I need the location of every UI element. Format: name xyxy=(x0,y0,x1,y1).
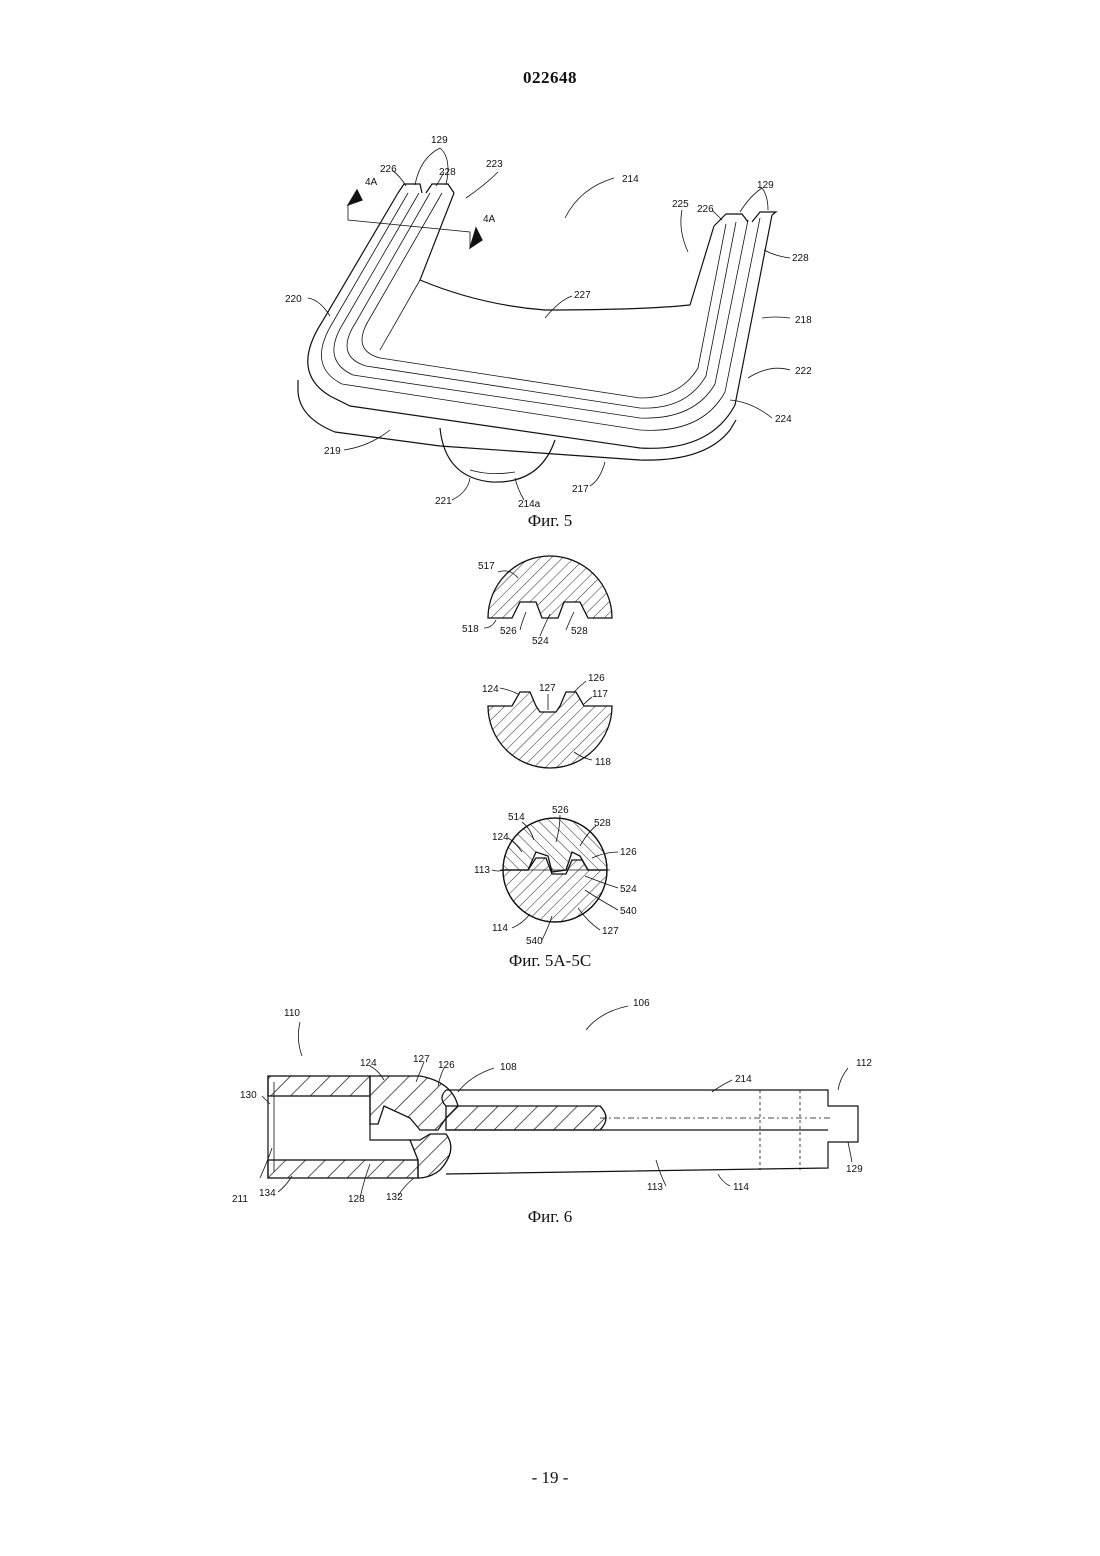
figure-5a-drawing xyxy=(484,556,612,636)
label-130: 130 xyxy=(240,1090,257,1101)
label-528-b: 528 xyxy=(594,818,611,829)
label-214a: 214a xyxy=(518,499,541,510)
label-540-b: 540 xyxy=(526,936,543,947)
label-129-a: 129 xyxy=(431,135,448,146)
label-214: 214 xyxy=(622,174,639,185)
label-4a-bottom: 4A xyxy=(483,214,496,225)
label-220: 220 xyxy=(285,294,302,305)
label-114-a: 114 xyxy=(492,923,508,934)
label-132: 132 xyxy=(386,1192,403,1203)
label-134: 134 xyxy=(259,1188,276,1199)
figure-5-caption: Фиг. 5 xyxy=(0,511,1100,531)
label-226-a: 226 xyxy=(380,164,397,175)
label-514: 514 xyxy=(508,812,525,823)
label-217: 217 xyxy=(572,484,589,495)
label-211: 211 xyxy=(232,1194,248,1205)
label-222: 222 xyxy=(795,366,812,377)
label-126: 126 xyxy=(438,1060,455,1071)
label-126-a: 126 xyxy=(588,673,605,684)
label-127-b: 127 xyxy=(602,926,619,937)
label-114: 114 xyxy=(733,1182,749,1193)
label-540-a: 540 xyxy=(620,906,637,917)
label-118: 118 xyxy=(595,757,611,768)
label-517: 517 xyxy=(478,561,495,572)
label-526-b: 526 xyxy=(552,805,569,816)
page-number: - 19 - xyxy=(0,1468,1100,1488)
label-227: 227 xyxy=(574,290,591,301)
label-124-b: 124 xyxy=(492,832,509,843)
label-524-a: 524 xyxy=(532,636,549,647)
figure-5-drawing xyxy=(298,148,790,500)
label-221: 221 xyxy=(435,496,452,507)
label-524-b: 524 xyxy=(620,884,637,895)
label-228-a: 228 xyxy=(439,167,456,178)
label-127: 127 xyxy=(413,1054,430,1065)
label-113-a: 113 xyxy=(474,865,490,876)
label-4a-top: 4A xyxy=(365,177,378,188)
label-228-b: 228 xyxy=(792,253,809,264)
label-225: 225 xyxy=(672,199,689,210)
label-218: 218 xyxy=(795,315,812,326)
label-518: 518 xyxy=(462,624,479,635)
label-214: 214 xyxy=(735,1074,752,1085)
label-528-a: 528 xyxy=(571,626,588,637)
figure-6-caption: Фиг. 6 xyxy=(0,1207,1100,1227)
figure-5c-drawing xyxy=(492,815,618,940)
label-106: 106 xyxy=(633,998,650,1009)
label-112: 112 xyxy=(856,1058,872,1069)
label-113: 113 xyxy=(647,1182,663,1193)
label-108: 108 xyxy=(500,1062,517,1073)
label-526-a: 526 xyxy=(500,626,517,637)
label-126-b: 126 xyxy=(620,847,637,858)
label-129: 129 xyxy=(846,1164,863,1175)
label-223: 223 xyxy=(486,159,503,170)
figure-5a-5c-caption: Фиг. 5А-5С xyxy=(0,951,1100,971)
label-124-a: 124 xyxy=(482,684,499,695)
label-128: 128 xyxy=(348,1194,365,1205)
figure-6-drawing xyxy=(260,1006,858,1198)
label-226-b: 226 xyxy=(697,204,714,215)
label-224: 224 xyxy=(775,414,792,425)
label-117: 117 xyxy=(592,689,608,700)
label-110: 110 xyxy=(284,1008,300,1019)
label-127-a: 127 xyxy=(539,683,556,694)
label-124: 124 xyxy=(360,1058,377,1069)
label-219: 219 xyxy=(324,446,341,457)
label-129-b: 129 xyxy=(757,180,774,191)
